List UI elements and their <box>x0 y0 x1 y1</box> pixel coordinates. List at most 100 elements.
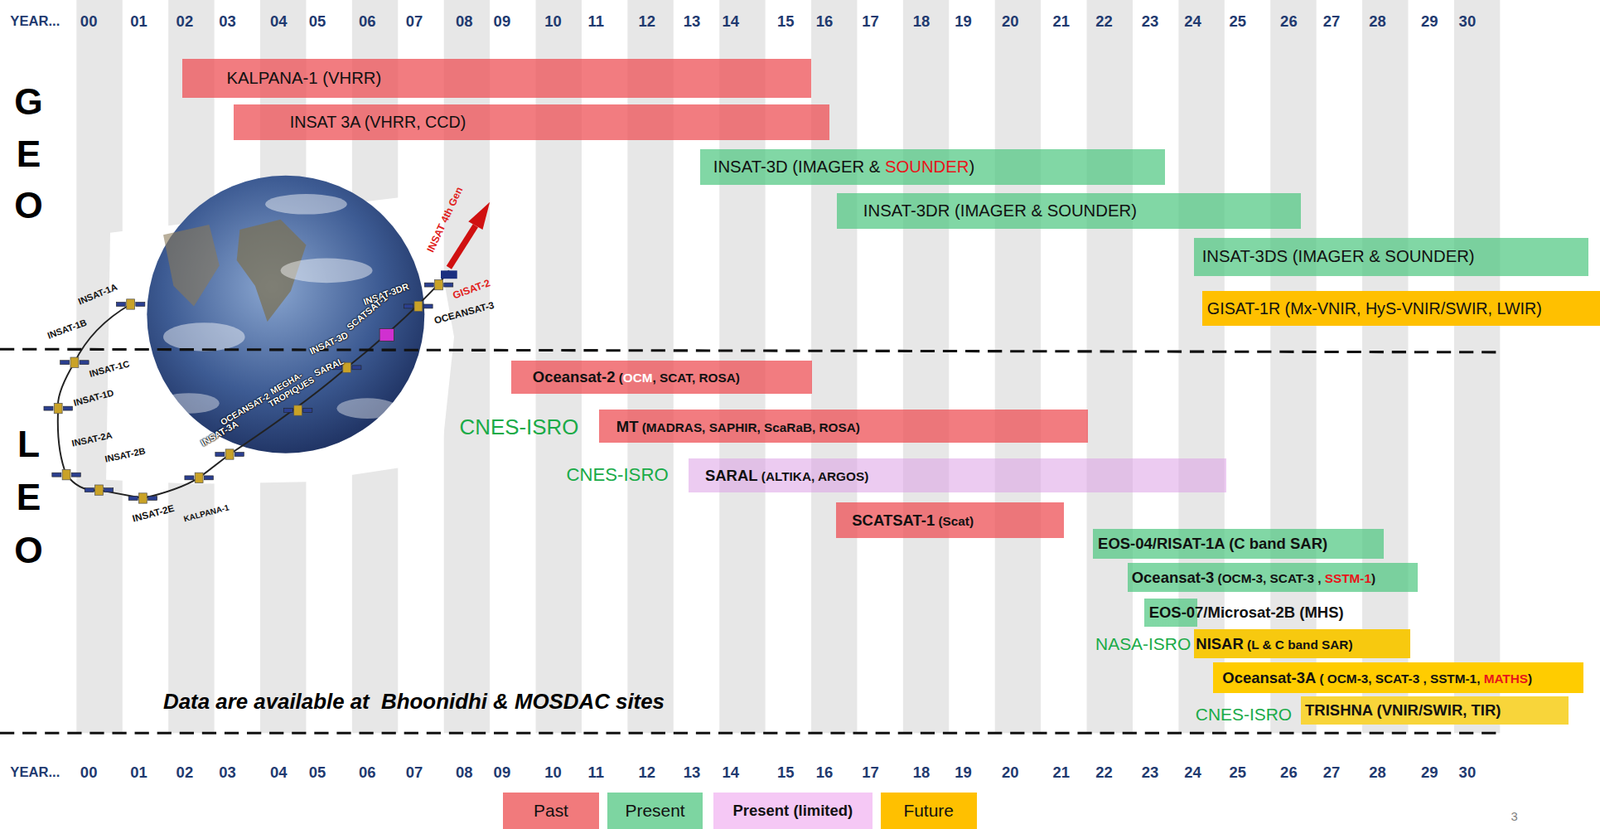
year-stripe <box>1454 0 1500 733</box>
year-label: 07 <box>406 763 424 782</box>
year-label: 01 <box>130 763 148 782</box>
text-run: (Scat) <box>934 513 974 528</box>
year-label: 02 <box>176 763 194 782</box>
globe <box>146 175 425 454</box>
legend-swatch: Past <box>502 792 600 829</box>
text-run: ( <box>614 370 623 385</box>
year-label: 08 <box>455 12 474 30</box>
year-label: 27 <box>1323 763 1341 782</box>
data-note: Data are available at Bhoonidhi & MOSDAC… <box>163 689 665 715</box>
text-run: (ALTIKA, ARGOS) <box>758 468 870 484</box>
text-run: ) <box>1371 570 1376 585</box>
year-label: 27 <box>1323 12 1341 30</box>
year-label: 28 <box>1368 12 1387 30</box>
year-label: 05 <box>309 763 327 782</box>
timeline-bar: KALPANA-1 (VHRR) <box>182 58 812 98</box>
text-run: (L & C band SAR) <box>1243 637 1354 652</box>
orbit-path <box>58 270 450 498</box>
year-label: 11 <box>587 12 605 30</box>
satellite-icon <box>128 493 157 503</box>
timeline-bar: Oceansat-3A ( OCM-3, SCAT-3 , SSTM-1, MA… <box>1213 662 1584 693</box>
year-label: 26 <box>1280 763 1298 782</box>
bar-label: Oceansat-3A ( OCM-3, SCAT-3 , SSTM-1, MA… <box>1222 668 1533 687</box>
bar-label: SARAL (ALTIKA, ARGOS) <box>705 466 869 484</box>
bar-label: INSAT-3DS (IMAGER & SOUNDER) <box>1202 246 1475 266</box>
text-run: Oceansat-3 <box>1131 568 1215 586</box>
timeline-bar: GISAT-1R (Mx-VNIR, HyS-VNIR/SWIR, LWIR) <box>1202 290 1600 326</box>
year-label: 05 <box>309 12 327 30</box>
text-run: SCATSAT-1 <box>851 511 935 529</box>
year-label: 07 <box>406 12 424 30</box>
timeline-bar: SARAL (ALTIKA, ARGOS) <box>688 458 1227 493</box>
orbit-divider <box>0 348 1500 353</box>
partner-label: CNES-ISRO <box>566 464 669 485</box>
year-label: 10 <box>544 12 562 30</box>
timeline-bar: Oceansat-2 (OCM, SCAT, ROSA) <box>511 360 813 395</box>
year-stripe <box>903 0 949 733</box>
text-run: (MADRAS, SAPHIR, ScaRaB, ROSA) <box>638 420 860 435</box>
partner-label: NASA-ISRO <box>1095 633 1191 654</box>
page-number: 3 <box>1510 809 1518 824</box>
bar-label: MT (MADRAS, SAPHIR, ScaRaB, ROSA) <box>616 417 861 436</box>
year-label: 12 <box>638 12 656 30</box>
year-label: 00 <box>80 12 98 30</box>
year-label: 16 <box>816 763 834 782</box>
year-label: 15 <box>777 12 795 30</box>
satellite-icon <box>215 449 244 460</box>
year-label: 24 <box>1184 12 1202 30</box>
bar-label: INSAT-3D (IMAGER & SOUNDER) <box>713 157 975 177</box>
text-run: Oceansat-2 <box>532 367 616 386</box>
text-run: NISAR <box>1195 634 1243 653</box>
text-run: EOS-04/RISAT-1A (C band SAR) <box>1097 534 1328 552</box>
satellite-icon <box>52 469 81 480</box>
year-label: 20 <box>1001 763 1020 782</box>
bar-label: NISAR (L & C band SAR) <box>1195 634 1353 653</box>
bar-label: KALPANA-1 (VHRR) <box>226 68 382 88</box>
satellite-icon <box>404 300 433 311</box>
earth-globe <box>146 175 425 454</box>
timeline-bar: Oceansat-3 (OCM-3, SCAT-3 , SSTM-1) <box>1127 562 1418 593</box>
year-label: 01 <box>130 12 148 30</box>
satellite-icon <box>184 472 213 483</box>
cloud <box>158 392 220 414</box>
year-label: 14 <box>721 763 740 782</box>
year-label: 21 <box>1052 12 1070 30</box>
timeline-bar: TRISHNA (VNIR/SWIR, TIR) <box>1300 696 1569 725</box>
timeline-bar: EOS-04/RISAT-1A (C band SAR) <box>1092 528 1384 559</box>
year-label: 15 <box>777 763 795 782</box>
partner-label: CNES-ISRO <box>1195 704 1292 725</box>
satellite-flag <box>440 270 458 279</box>
orbit-region-letters: LEO <box>9 417 47 577</box>
legend-swatch: Present (limited) <box>713 792 873 829</box>
text-run: INSAT-3D (IMAGER & <box>713 157 885 176</box>
satellite-icon <box>43 402 73 413</box>
bar-label: GISAT-1R (Mx-VNIR, HyS-VNIR/SWIR, LWIR) <box>1207 299 1542 319</box>
text-run: (OCM-3, SCAT-3 , <box>1213 570 1325 585</box>
bar-label: INSAT-3DR (IMAGER & SOUNDER) <box>863 201 1137 221</box>
satellite-icon <box>116 299 145 310</box>
partner-label: CNES-ISRO <box>459 415 580 440</box>
cloud <box>336 397 398 419</box>
cloud <box>265 193 348 215</box>
text-run: ( OCM-3, SCAT-3 , SSTM-1, <box>1315 671 1484 686</box>
year-label: 02 <box>176 12 194 30</box>
year-label: 04 <box>270 763 288 782</box>
year-label: 25 <box>1229 763 1248 782</box>
orbit-region-letters: GEO <box>9 76 47 233</box>
year-label: 09 <box>493 763 512 782</box>
year-label: 30 <box>1459 12 1477 30</box>
year-label: 12 <box>638 763 656 782</box>
axis-title: YEAR... <box>9 13 60 30</box>
cloud <box>163 322 246 351</box>
year-label: 04 <box>270 12 288 30</box>
year-label: 22 <box>1095 763 1113 782</box>
timeline-bar: INSAT-3DS (IMAGER & SOUNDER) <box>1193 237 1590 276</box>
timeline-bar: INSAT-3D (IMAGER & SOUNDER) <box>700 149 1166 185</box>
text-run: SOUNDER <box>884 157 970 176</box>
year-label: 19 <box>954 763 972 782</box>
year-label: 18 <box>913 12 931 30</box>
year-label: 19 <box>954 12 972 30</box>
legend-swatch: Present <box>607 792 704 829</box>
year-label: 14 <box>721 12 740 30</box>
